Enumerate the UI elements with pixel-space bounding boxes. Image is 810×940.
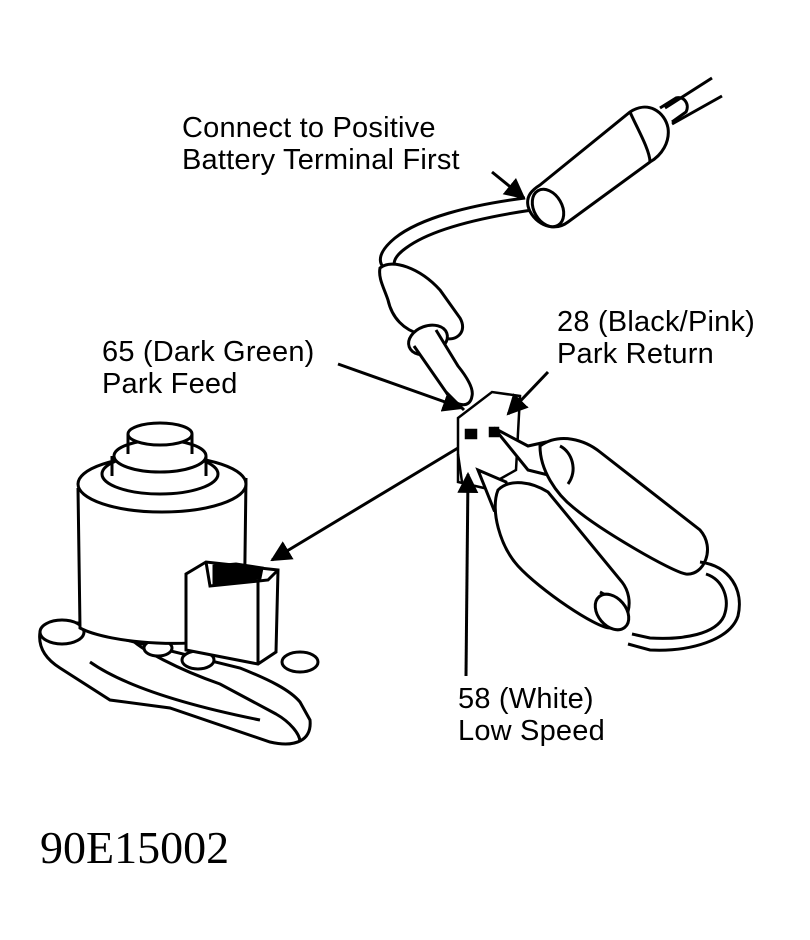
callout-arrows: [270, 170, 550, 677]
park-feed-leader-arrow: [337, 362, 464, 412]
battery-leader-arrow: [491, 170, 526, 200]
park-feed-probe: [378, 262, 474, 412]
wiper-motor: [38, 421, 320, 746]
battery-label-line1: Connect to Positive: [182, 112, 436, 144]
park-feed-label-line1: 65 (Dark Green): [102, 336, 315, 368]
low-speed-leader-arrow: [457, 471, 479, 677]
low-speed-label-line1: 58 (White): [458, 683, 594, 715]
park-return-leader-arrow: [506, 370, 550, 416]
park-return-label: 28 (Black/Pink) Park Return: [557, 306, 755, 370]
figure-id: 90E15002: [40, 822, 230, 873]
park-return-label-line1: 28 (Black/Pink): [557, 306, 756, 338]
jumper-return-loop: [627, 560, 741, 652]
park-return-probe: [492, 426, 709, 576]
battery-terminal-label: Connect to Positive Battery Terminal Fir…: [182, 112, 460, 176]
positive-lead-grip: [526, 96, 689, 229]
park-feed-label-line2: Park Feed: [102, 368, 238, 400]
motor-connector-leader-arrow: [270, 446, 459, 562]
park-return-label-line2: Park Return: [557, 338, 714, 370]
low-speed-label: 58 (White) Low Speed: [458, 683, 605, 747]
battery-label-line2: Battery Terminal First: [182, 144, 460, 176]
low-speed-label-line2: Low Speed: [458, 715, 605, 747]
low-speed-probe: [475, 467, 631, 632]
park-feed-label: 65 (Dark Green) Park Feed: [102, 336, 315, 400]
